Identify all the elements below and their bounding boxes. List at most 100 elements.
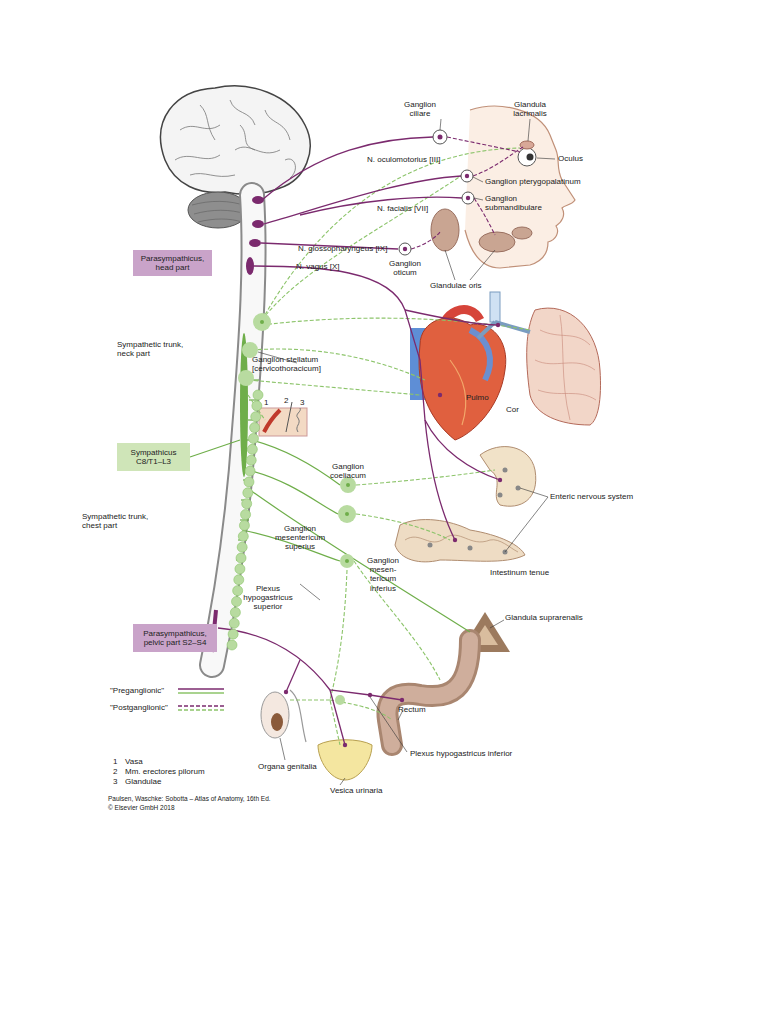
- anatomy-label: Vasa: [125, 757, 143, 766]
- trunk-ganglion: [246, 455, 256, 465]
- stomach: [480, 447, 536, 507]
- legend-sample: [178, 709, 224, 710]
- anatomy-label: Plexus hypogastricus superior: [240, 584, 296, 612]
- trunk-ganglion: [228, 629, 238, 639]
- trunk-ganglion: [243, 488, 253, 498]
- region-label: Sympathicus C8/T1–L3: [120, 448, 187, 466]
- anatomy-label: Plexus hypogastricus inferior: [410, 749, 512, 758]
- cerebellum-folia: [192, 201, 246, 222]
- intestine-loops: [405, 535, 518, 552]
- anatomy-label: N. glossopharyngeus [IX]: [298, 244, 387, 253]
- anatomy-label: Mm. erectores pilorum: [125, 767, 205, 776]
- small-intestine: [395, 520, 525, 562]
- trunk-ganglion: [251, 412, 261, 422]
- submandibular-gland: [479, 232, 515, 252]
- bladder: [318, 740, 372, 780]
- trunk-ganglion: [229, 618, 239, 628]
- anatomy-label: 1: [264, 398, 268, 407]
- trunk-ganglion: [247, 444, 257, 454]
- gland-symbol: [297, 408, 300, 432]
- trunk-ganglion: [235, 564, 245, 574]
- trunk-ganglion: [232, 597, 242, 607]
- trunk-ganglion: [230, 607, 240, 617]
- legend-sample: [178, 688, 224, 689]
- sympathetic-preganglionic: [190, 380, 470, 632]
- region-box: Sympathicus C8/T1–L3: [117, 443, 190, 471]
- colon-rectum-outline: [387, 640, 470, 745]
- trunk-ganglion: [242, 499, 252, 509]
- parasympathetic-preganglionic: [218, 137, 500, 745]
- trunk-ganglion: [237, 542, 247, 552]
- enteric-ganglia: [428, 468, 521, 555]
- genital-duct: [290, 690, 306, 742]
- heart: [419, 318, 506, 440]
- trunk-ganglion: [248, 433, 258, 443]
- anatomy-label: Sympathetic trunk, neck part: [117, 340, 195, 358]
- anatomy-label: Ganglion pterygopalatinum: [485, 177, 581, 186]
- anatomy-label: N. vagus [X]: [296, 262, 340, 271]
- trunk-ganglion: [245, 466, 255, 476]
- brainstem-nuclei: [246, 196, 264, 275]
- prevertebral-ganglia: [238, 313, 356, 705]
- coronary-vessel: [450, 360, 466, 425]
- anatomy-label: Ganglion ciliare: [399, 100, 441, 118]
- trunk-ganglion: [241, 510, 251, 520]
- sublingual-gland: [512, 227, 532, 239]
- trunk-ganglion: [239, 520, 249, 530]
- anatomy-label: N. oculomotorius [III]: [367, 155, 440, 164]
- face: [465, 106, 575, 268]
- anatomy-label: 2: [284, 396, 288, 405]
- legend-sample: [178, 692, 224, 693]
- cranial-ganglia: [399, 130, 474, 255]
- leader-lines: [258, 119, 555, 785]
- anatomy-label: Intestinum tenue: [490, 568, 549, 577]
- anatomy-label: 3: [300, 398, 304, 407]
- anatomy-label: Organa genitalia: [258, 762, 317, 771]
- anatomy-label: Sympathetic trunk, chest part: [82, 512, 162, 530]
- legend-text: "Preganglionic": [110, 686, 164, 695]
- anatomy-label: © Elsevier GmbH 2018: [108, 804, 175, 811]
- trachea: [490, 292, 500, 322]
- trunk-ganglion: [252, 401, 262, 411]
- legend-sample: [178, 705, 224, 706]
- parasympathetic-postganglionic: [411, 137, 523, 249]
- anatomy-label: N. facialis [VII]: [377, 204, 428, 213]
- anatomy-label: Vesica urinaria: [330, 786, 382, 795]
- anatomy-label: Glandula suprarenalis: [505, 613, 583, 622]
- region-label: Parasympathicus, pelvic part S2–S4: [136, 629, 214, 647]
- trunk-ganglion: [227, 640, 237, 650]
- anatomy-label: Glandula lacrimalis: [507, 100, 553, 118]
- parotid-gland: [431, 209, 459, 251]
- lung-texture: [535, 315, 596, 420]
- anatomy-label: Glandulae oris: [430, 281, 482, 290]
- scrotum: [261, 692, 289, 738]
- cerebellum: [188, 192, 248, 228]
- testis: [271, 713, 283, 731]
- region-label: Parasympathicus, head part: [136, 254, 209, 272]
- anatomy-label: 2: [113, 767, 117, 776]
- anatomy-label: 3: [113, 777, 117, 786]
- trunk-ganglion: [233, 586, 243, 596]
- anatomy-label: Pulmo: [466, 393, 489, 402]
- hair-symbol: [286, 402, 292, 432]
- anatomy-label: Ganglion mesentericum superius: [270, 524, 330, 552]
- lung: [527, 308, 601, 425]
- eye: [518, 148, 536, 166]
- skin-inset: [259, 408, 307, 436]
- anatomy-label: Ganglion stellatum [cervicothoracicum]: [252, 355, 340, 373]
- pupil: [527, 154, 534, 161]
- sympathetic-postganglionic: [248, 148, 530, 745]
- region-box: Parasympathicus, pelvic part S2–S4: [133, 624, 217, 652]
- anatomy-label: Ganglion mesen-tericum inferius: [363, 556, 403, 593]
- ganglion-cells: [284, 135, 502, 748]
- legend-text: "Postganglionic": [110, 703, 168, 712]
- vessel-symbol: [264, 410, 280, 432]
- colon-rectum: [387, 640, 470, 745]
- anatomy-label: Cor: [506, 405, 519, 414]
- anatomy-label: Ganglion coeliacum: [326, 462, 370, 480]
- anatomy-label: Enteric nervous system: [550, 492, 633, 501]
- anatomy-label: Rectum: [398, 705, 426, 714]
- anatomy-label: Paulsen, Waschke: Sobotta – Atlas of Ana…: [108, 795, 271, 802]
- brain: [161, 86, 311, 194]
